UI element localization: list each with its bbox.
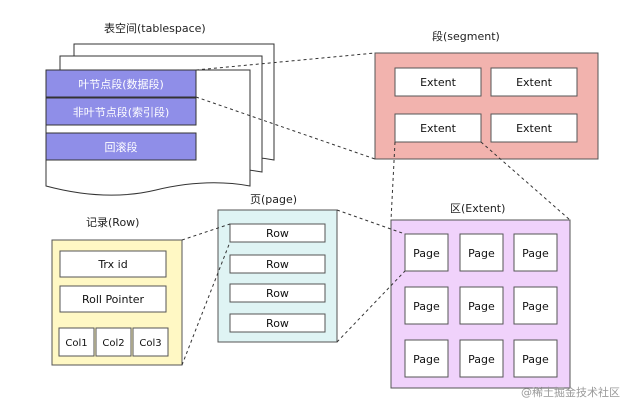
connector-line <box>195 96 376 160</box>
record-trx-id-text: Trx id <box>97 258 127 271</box>
segment-extent-cell <box>490 113 578 143</box>
segment-extent-cell <box>394 113 482 143</box>
extent-page-text: Page <box>522 300 549 313</box>
tablespace-row-leaf-text: 叶节点段(数据段) <box>78 77 164 91</box>
connector-line <box>336 209 406 235</box>
segment-extent-text: Extent <box>420 76 457 89</box>
extent-page-text: Page <box>413 353 440 366</box>
extent-page-cell <box>404 339 449 378</box>
extent-page-cell <box>459 286 504 325</box>
extent-group: 区(Extent) Page Page Page Page Page Page … <box>390 202 571 389</box>
page-row-cell <box>229 223 326 243</box>
page-row-text: Row <box>266 258 289 271</box>
extent-page-text: Page <box>522 353 549 366</box>
tablespace-row-leaf-segment <box>45 69 197 98</box>
tablespace-row-rollback-text: 回滚段 <box>105 140 138 154</box>
page-group: 页(page) Row Row Row Row <box>217 193 338 343</box>
page-row-cell <box>229 313 326 333</box>
extent-page-cell <box>459 339 504 378</box>
record-col-cell <box>132 327 169 357</box>
record-col-cell <box>95 327 132 357</box>
extent-page-text: Page <box>413 300 440 313</box>
tablespace-group: 表空间(tablespace) 叶节点段(数据段) 非叶节点段(索引段) 回滚段 <box>45 21 275 196</box>
segment-group: 段(segment) Extent Extent Extent Extent <box>374 29 599 160</box>
record-group: 记录(Row) Trx id Roll Pointer Col1 Col2 Co… <box>51 216 183 366</box>
extent-page-cell <box>404 233 449 272</box>
record-roll-pointer-cell <box>59 285 167 313</box>
page-row-text: Row <box>266 227 289 240</box>
connector-line <box>336 270 406 343</box>
page-label: 页(page) <box>250 193 297 206</box>
tablespace-row-rollback-segment <box>45 132 197 161</box>
extent-page-cell <box>513 339 558 378</box>
segment-extent-text: Extent <box>516 122 553 135</box>
segment-extent-text: Extent <box>420 122 457 135</box>
connector-line <box>390 141 396 221</box>
record-col-cell <box>58 327 95 357</box>
connector-line <box>480 141 571 221</box>
segment-label: 段(segment) <box>432 29 500 43</box>
segment-extent-cell <box>394 67 482 97</box>
extent-page-text: Page <box>413 247 440 260</box>
extent-page-cell <box>404 286 449 325</box>
extent-label: 区(Extent) <box>450 202 505 215</box>
page-row-text: Row <box>266 317 289 330</box>
record-roll-pointer-text: Roll Pointer <box>82 293 145 306</box>
extent-page-text: Page <box>522 247 549 260</box>
page-row-cell <box>229 283 326 303</box>
record-col-text: Col1 <box>65 338 87 349</box>
connector-line <box>181 223 231 241</box>
extent-page-text: Page <box>468 353 495 366</box>
segment-extent-text: Extent <box>516 76 553 89</box>
connector-line <box>181 241 231 366</box>
page-row-text: Row <box>266 287 289 300</box>
extent-page-text: Page <box>468 300 495 313</box>
page-row-cell <box>229 254 326 274</box>
tablespace-label: 表空间(tablespace) <box>104 21 206 35</box>
extent-page-cell <box>459 233 504 272</box>
record-col-text: Col3 <box>139 338 161 349</box>
extent-page-cell <box>513 286 558 325</box>
segment-extent-cell <box>490 67 578 97</box>
record-trx-id-cell <box>59 250 167 278</box>
watermark-text: @稀土掘金技术社区 <box>521 385 620 399</box>
tablespace-row-nonleaf-text: 非叶节点段(索引段) <box>73 105 170 119</box>
tablespace-row-nonleaf-segment <box>45 97 197 126</box>
extent-page-cell <box>513 233 558 272</box>
record-label: 记录(Row) <box>86 216 139 229</box>
record-col-text: Col2 <box>102 338 124 349</box>
extent-page-text: Page <box>468 247 495 260</box>
